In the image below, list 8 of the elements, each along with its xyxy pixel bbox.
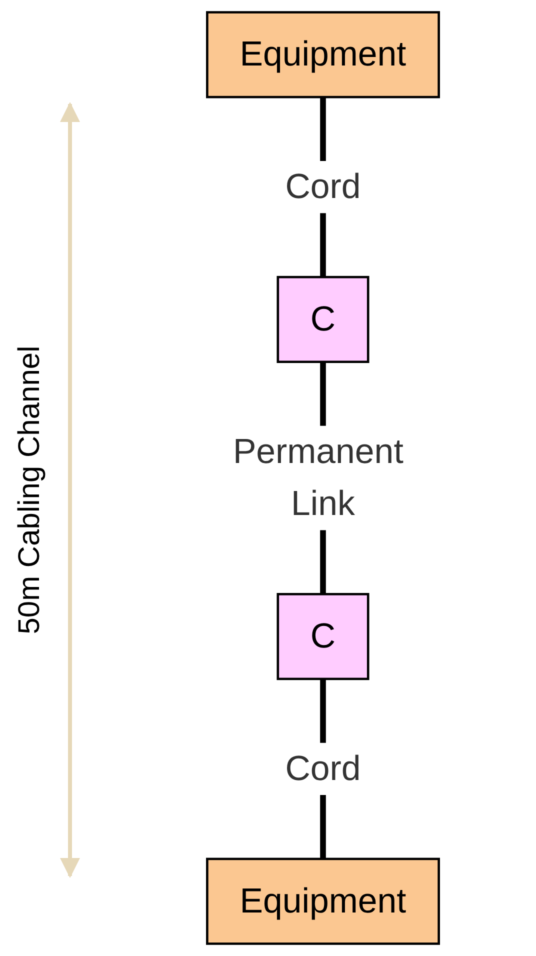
node-box: C [276,592,370,680]
edge-label: Cord [285,168,361,206]
node-box: Equipment [206,11,440,98]
node-box: Equipment [206,858,440,945]
node-box: C [276,276,370,364]
dimension-label: 50m Cabling Channel [13,346,47,634]
edge-label: Permanent Link [232,432,404,524]
edge-label: Cord [285,750,361,788]
